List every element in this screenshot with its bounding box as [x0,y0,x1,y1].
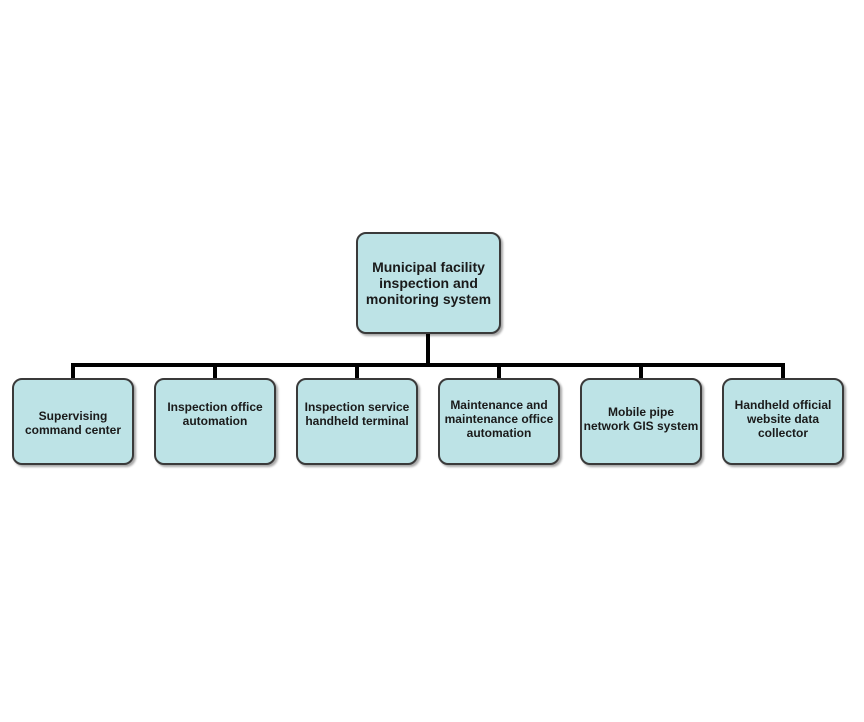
child-node-label: Inspection service handheld terminal [304,399,410,428]
child-node-label: Handheld official website data collector [734,397,832,440]
child-node-maintenance-office-automation: Maintenance and maintenance office autom… [438,378,560,465]
child-node-label: Mobile pipe network GIS system [583,404,699,433]
child-node-inspection-office-automation: Inspection office automation [154,378,276,465]
child-node-label: Inspection office automation [167,399,263,428]
root-node: Municipal facility inspection and monito… [356,232,501,334]
child-node-handheld-website-data-collector: Handheld official website data collector [722,378,844,465]
child-node-label: Supervising command center [24,408,122,437]
child-node-label: Maintenance and maintenance office autom… [444,397,554,440]
root-node-label: Municipal facility inspection and monito… [365,259,492,307]
child-node-mobile-pipe-network-gis: Mobile pipe network GIS system [580,378,702,465]
child-node-inspection-service-handheld-terminal: Inspection service handheld terminal [296,378,418,465]
child-node-supervising-command-center: Supervising command center [12,378,134,465]
